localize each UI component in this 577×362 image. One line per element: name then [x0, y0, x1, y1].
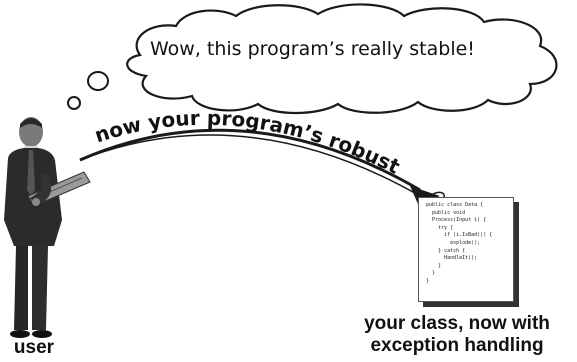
code-card: public class Data { public void Process(… [418, 197, 514, 302]
thought-text: Wow, this program’s really stable! [150, 38, 475, 60]
thought-bubble-small [67, 96, 81, 110]
user-label: user [13, 337, 55, 358]
arrow-head [410, 186, 440, 204]
arc-arrow: now your program’s robust [79, 106, 446, 204]
thought-cloud [67, 3, 558, 115]
user-figure [4, 117, 91, 338]
class-label: your class, now with exception handling [342, 313, 572, 357]
class-label-line2: exception handling [370, 335, 544, 356]
code-text: public class Data { public void Process(… [426, 202, 493, 284]
thought-bubble-large [87, 71, 109, 91]
class-label-line1: your class, now with [364, 313, 550, 334]
